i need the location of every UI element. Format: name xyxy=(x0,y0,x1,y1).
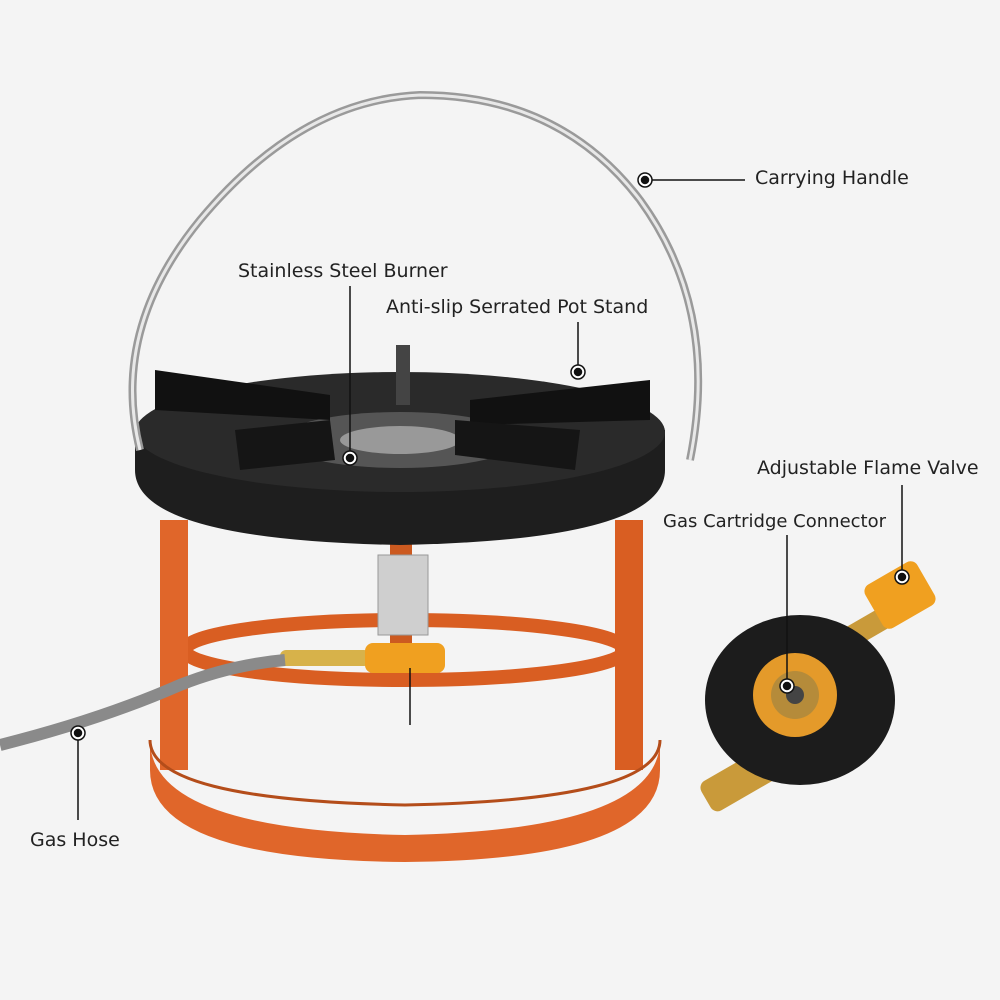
cartridge-connector xyxy=(700,561,936,812)
gas-hose xyxy=(0,654,286,751)
label-pot-stand: Anti-slip Serrated Pot Stand xyxy=(386,296,649,318)
burner-top xyxy=(135,345,665,545)
carrying-handle xyxy=(128,90,703,461)
label-stainless-steel-burner: Stainless Steel Burner xyxy=(238,260,448,282)
label-carrying-handle: Carrying Handle xyxy=(755,167,909,189)
stove-frame xyxy=(148,520,662,862)
label-cartridge-connector: Gas Cartridge Connector xyxy=(663,511,887,532)
label-gas-hose: Gas Hose xyxy=(30,829,120,851)
label-flame-valve: Adjustable Flame Valve xyxy=(757,457,979,479)
callouts xyxy=(70,172,910,820)
